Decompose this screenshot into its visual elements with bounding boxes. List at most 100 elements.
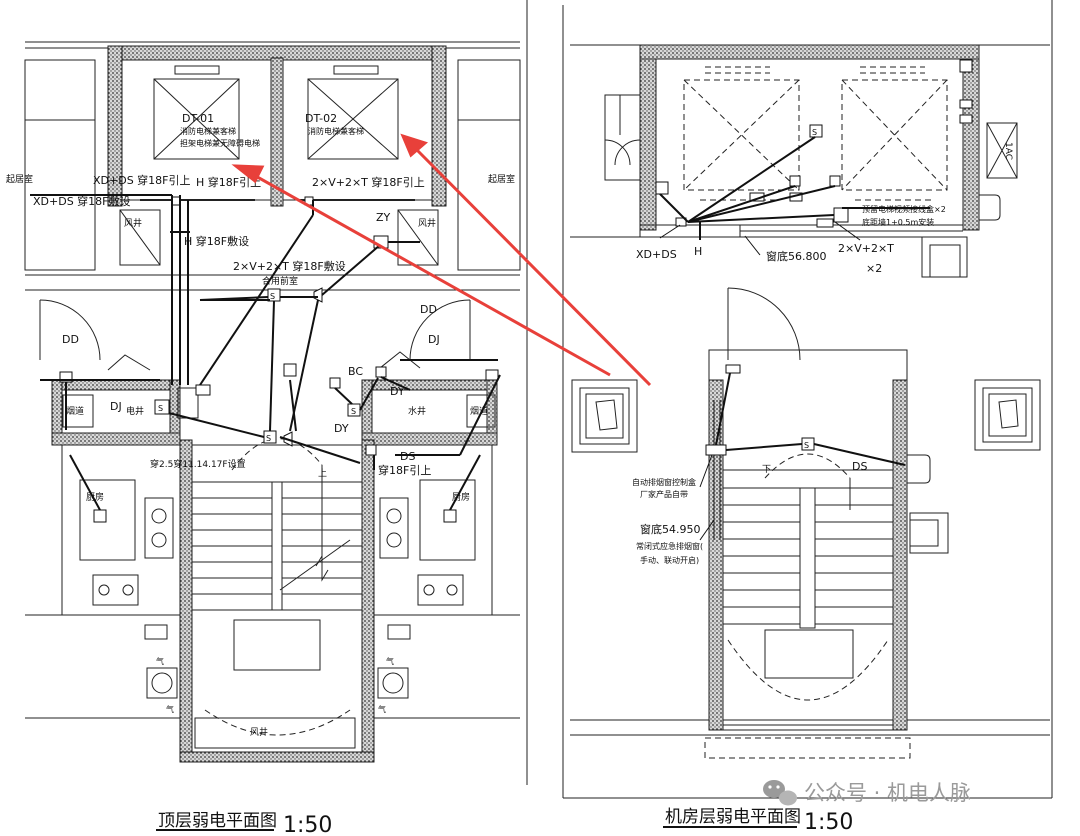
right-plan-title: 机房层弱电平面图 1:50 <box>663 807 853 835</box>
svg-text:S: S <box>158 404 163 413</box>
svg-text:S: S <box>270 292 275 301</box>
cable-ds-up-1: DS <box>400 450 415 463</box>
cable-xd-ds-lay: XD+DS 穿18F敷设 <box>33 194 131 208</box>
bottom-fixtures <box>25 624 520 749</box>
system-codes-left: DD DD DJ DJ BC DY DY ZY <box>62 211 440 435</box>
right-label-h: H <box>694 245 702 258</box>
code-zy: ZY <box>376 211 391 224</box>
svg-text:S: S <box>266 434 271 443</box>
right-labels: XD+DS H 窗底56.800 2×V+2×T ×2 预留电梯视频接线盒×2 … <box>632 142 1013 565</box>
room-flue-left: 烟道 <box>66 405 84 417</box>
right-label-vt-2: ×2 <box>866 262 882 275</box>
elevator-labels: DT-01 消防电梯兼客梯 担架电梯兼无障碍电梯 DT-02 消防电梯兼客梯 <box>180 112 364 148</box>
cable-h-lay: H 穿18F敷设 <box>184 234 249 248</box>
right-label-vert-code: 1AC <box>1003 142 1013 160</box>
right-floor-plan: S S XD+DS H 窗底56.800 2×V+2×T ×2 预留电梯视频接线… <box>570 44 1041 835</box>
wiring-left <box>30 194 501 511</box>
right-label-reserved-box-1: 预留电梯视频接线盒×2 <box>862 204 946 214</box>
code-dd-right: DD <box>420 303 437 316</box>
machine-room-interior <box>570 58 1001 278</box>
watermark: 公众号 · 机电人脉 <box>763 780 971 806</box>
code-dy-1: DY <box>390 385 405 398</box>
gas-label-right: 气 <box>386 656 394 666</box>
room-labels-left: 起居室 起居室 合用前室 电井 水井 烟道 烟道 厨房 厨房 风井 风井 风井 … <box>6 173 515 738</box>
cable-v-t-up: 2×V+2×T 穿18F引上 <box>312 175 425 189</box>
elevator-2-desc: 消防电梯兼客梯 <box>308 126 364 136</box>
red-arrow-2 <box>415 148 652 387</box>
device-glyphs-left: S S S S <box>158 292 356 443</box>
wechat-icon <box>763 780 797 806</box>
stair-up-label: 上 <box>318 468 327 479</box>
cable-xd-ds-up: XD+DS 穿18F引上 <box>93 173 191 187</box>
room-kitchen-right: 厨房 <box>452 491 470 503</box>
left-title-scale: 1:50 <box>283 813 332 836</box>
kitchens <box>25 444 520 616</box>
doors <box>39 299 471 371</box>
right-title-text: 机房层弱电平面图 <box>665 807 801 827</box>
elevator-cabin-2 <box>282 59 433 201</box>
room-air-shaft-bottom: 风井 <box>250 726 268 738</box>
svg-text:S: S <box>351 407 356 416</box>
red-arrow-1 <box>251 172 611 377</box>
red-arrow-2-head <box>400 133 429 158</box>
right-label-reserved-box-2: 底距墙1+0.5m安装 <box>862 217 934 227</box>
right-label-stair-down: 下 <box>762 465 771 475</box>
right-label-xd-ds: XD+DS <box>636 248 677 261</box>
right-label-window-desc-2: 手动、联动开启) <box>640 555 699 565</box>
air-shafts <box>119 209 439 266</box>
machine-room-doors <box>604 94 641 181</box>
right-label-window-desc-1: 常闭式应急排烟窗( <box>636 541 703 551</box>
cable-h-up: H 穿18F引上 <box>196 175 261 189</box>
left-title-text: 顶层弱电平面图 <box>158 811 277 831</box>
left-plan-title: 顶层弱电平面图 1:50 <box>156 811 332 836</box>
cable-v-t-lay: 2×V+2×T 穿18F敷设 <box>233 259 346 273</box>
right-label-window-sill-2: 窗底54.950 <box>640 522 701 536</box>
machine-room-walls <box>639 44 980 238</box>
elevator-cabin-1 <box>121 59 272 201</box>
room-front-room: 合用前室 <box>262 275 298 287</box>
elevator-1-code: DT-01 <box>182 112 214 125</box>
annotation-arrows <box>231 133 652 387</box>
code-dj-right: DJ <box>428 333 440 346</box>
svg-text:S: S <box>812 128 817 137</box>
gas-label-bottom-left: 气 <box>166 704 174 714</box>
leader-lines-right <box>659 221 861 541</box>
code-dd-left: DD <box>62 333 79 346</box>
room-air-shaft-left: 风井 <box>124 217 142 229</box>
cable-labels-left: XD+DS 穿18F引上 XD+DS 穿18F敷设 H 穿18F引上 H 穿18… <box>33 173 431 477</box>
device-glyphs-right: S S <box>804 128 817 450</box>
room-kitchen-left: 厨房 <box>86 491 104 503</box>
vertical-code-box <box>986 122 1018 179</box>
cable-ds-up-2: 穿18F引上 <box>378 463 431 477</box>
red-arrow-1-head <box>231 164 265 184</box>
room-electric-shaft: 电井 <box>126 405 144 417</box>
room-living-left: 起居室 <box>6 173 33 185</box>
skylights <box>571 379 1041 453</box>
elevator-1-desc-1: 消防电梯兼客梯 <box>180 126 236 136</box>
right-label-ds: DS <box>852 460 867 473</box>
right-title-scale: 1:50 <box>804 810 853 835</box>
right-label-vt-1: 2×V+2×T <box>838 242 894 255</box>
svg-text:S: S <box>804 441 809 450</box>
right-label-control-box-2: 厂家产品自带 <box>640 489 688 499</box>
right-label-window-sill-1: 窗底56.800 <box>766 249 827 263</box>
wiring-right <box>659 136 930 466</box>
room-water-shaft: 水井 <box>408 405 426 417</box>
right-label-control-box-1: 自动排烟窗控制盒 <box>632 477 696 487</box>
elevator-1-desc-2: 担架电梯兼无障碍电梯 <box>180 138 260 148</box>
code-bc: BC <box>348 365 363 378</box>
devices-right <box>655 59 973 456</box>
left-floor-plan: S S S S <box>6 45 521 836</box>
room-flue-right: 烟道 <box>470 405 488 417</box>
devices-left <box>59 196 499 523</box>
code-dj-left: DJ <box>110 400 122 413</box>
stair-core-interior <box>704 287 949 759</box>
gas-label-bottom-right: 气 <box>378 704 386 714</box>
elevator-core-walls <box>107 45 447 207</box>
stair-left <box>191 438 363 753</box>
pipe-note: 穿2.5穿11.14.17F设置 <box>150 458 246 470</box>
watermark-text: 公众号 · 机电人脉 <box>804 781 971 805</box>
elevator-2-code: DT-02 <box>305 112 337 125</box>
code-dy-2: DY <box>334 422 349 435</box>
